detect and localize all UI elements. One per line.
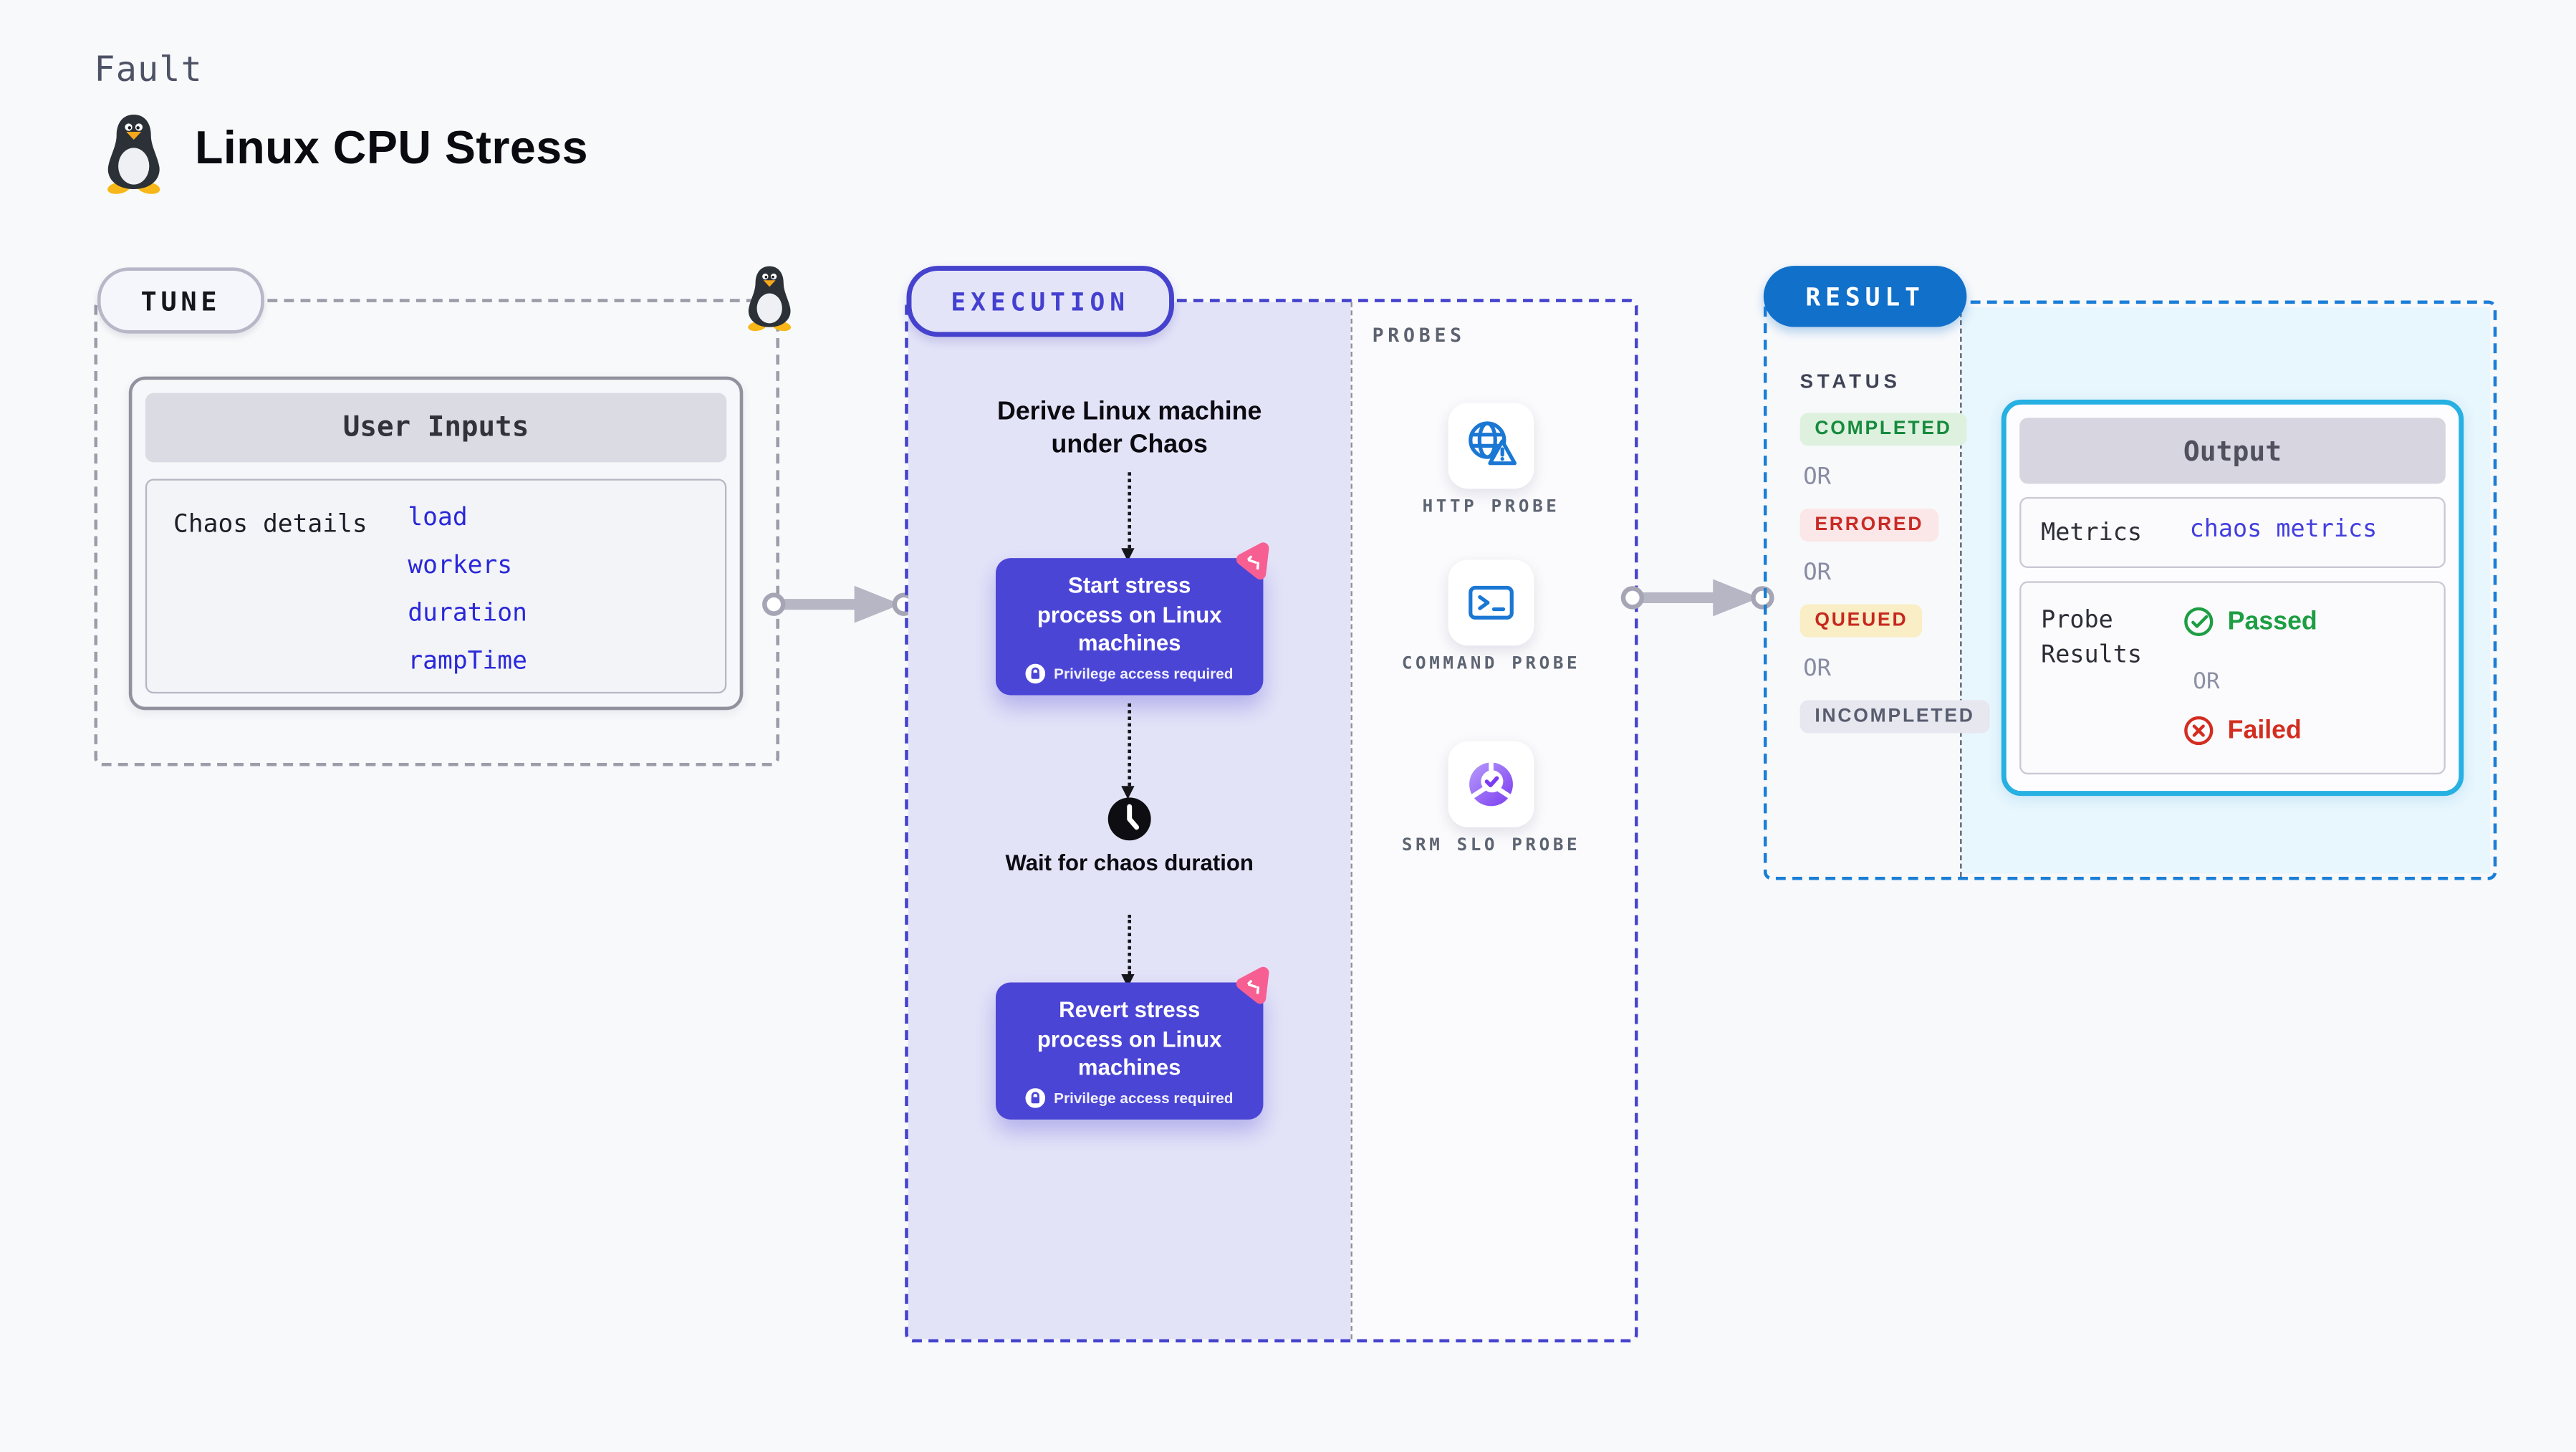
clock-icon xyxy=(1106,796,1153,842)
privilege-row: Privilege access required xyxy=(996,1088,1263,1108)
input-link-workers[interactable]: workers xyxy=(408,549,513,580)
http-probe-card xyxy=(1448,403,1534,489)
chaos-details-row: Chaos details load workers duration ramp… xyxy=(145,479,727,694)
flow-arrow-2 xyxy=(1121,703,1135,799)
page-title: Linux CPU Stress xyxy=(195,122,588,174)
passed-label: Passed xyxy=(2227,607,2317,635)
result-group-box: STATUS COMPLETED OR ERRORED OR QUEUED OR INCOM… xyxy=(1763,300,2497,880)
output-card: Output Metrics chaos metrics Probe Resul… xyxy=(2001,399,2464,797)
tune-to-execution-connector xyxy=(762,585,915,623)
check-circle-icon xyxy=(2184,607,2214,636)
or-separator: OR xyxy=(1803,559,1832,587)
execution-pill: EXECUTION xyxy=(906,266,1174,337)
derive-step-label: Derive Linux machine under Chaos xyxy=(997,398,1262,458)
status-output-divider xyxy=(1960,304,1962,878)
privilege-row: Privilege access required xyxy=(996,663,1263,684)
lock-icon xyxy=(1025,1088,1046,1108)
command-probe-label: COMMAND PROBE xyxy=(1401,653,1581,674)
chaos-details-label: Chaos details xyxy=(173,508,367,539)
input-link-ramptime[interactable]: rampTime xyxy=(408,645,527,675)
probe-results-row: Probe Results Passed OR Failed xyxy=(2019,581,2446,775)
privilege-label: Privilege access required xyxy=(1054,1090,1234,1107)
failed-indicator: Failed xyxy=(2183,715,2302,746)
metrics-label: Metrics xyxy=(2041,520,2143,547)
output-header: Output xyxy=(2019,418,2446,484)
start-stress-title: Start stress process on Linux machines xyxy=(1037,572,1222,656)
status-section-label: STATUS xyxy=(1799,370,1901,393)
privilege-label: Privilege access required xyxy=(1054,665,1234,683)
status-badge-incompleted: INCOMPLETED xyxy=(1799,700,1990,734)
wait-step-label: Wait for chaos duration xyxy=(1005,850,1254,875)
linux-tux-icon xyxy=(107,114,160,194)
input-link-duration[interactable]: duration xyxy=(408,597,527,628)
http-probe-label: HTTP PROBE xyxy=(1422,496,1560,517)
status-list: COMPLETED OR ERRORED OR QUEUED OR INCOMPLETED xyxy=(1799,413,1990,734)
result-pill: RESULT xyxy=(1763,266,1967,327)
slo-donut-icon xyxy=(1469,761,1513,807)
x-circle-icon xyxy=(2184,716,2214,746)
user-input-links: load workers duration rampTime xyxy=(408,494,527,685)
chaos-badge-icon xyxy=(1236,542,1269,580)
status-badge-completed: COMPLETED xyxy=(1799,413,1967,446)
or-separator: OR xyxy=(1803,463,1832,491)
lock-icon xyxy=(1025,663,1046,684)
revert-stress-title: Revert stress process on Linux machines xyxy=(1037,997,1222,1080)
terminal-icon xyxy=(1469,585,1514,620)
fault-kicker: Fault xyxy=(94,49,203,90)
chaos-metrics-link[interactable]: chaos metrics xyxy=(2189,516,2378,544)
flow-arrow-1 xyxy=(1121,472,1135,562)
user-inputs-card: User Inputs Chaos details load workers d… xyxy=(128,376,744,711)
input-link-load[interactable]: load xyxy=(408,501,468,532)
chaos-badge-icon xyxy=(1236,966,1269,1004)
tune-pill: TUNE xyxy=(97,267,264,334)
status-badge-queued: QUEUED xyxy=(1799,604,1923,638)
srm-slo-probe-card xyxy=(1448,741,1534,827)
linux-tux-small-icon xyxy=(748,266,792,332)
flow-arrow-3 xyxy=(1121,915,1135,988)
execution-to-result-connector xyxy=(1620,579,1774,617)
metrics-row: Metrics chaos metrics xyxy=(2019,496,2446,568)
revert-stress-node: Revert stress process on Linux machines … xyxy=(995,966,1269,1120)
failed-label: Failed xyxy=(2227,716,2302,744)
command-probe-card xyxy=(1448,559,1534,646)
probes-section-label: PROBES xyxy=(1372,323,1466,347)
execution-group-box: Derive Linux machine under Chaos Start s… xyxy=(905,299,1638,1343)
srm-slo-probe-label: SRM SLO PROBE xyxy=(1401,835,1581,856)
tune-group-box xyxy=(94,299,780,766)
status-badge-errored: ERRORED xyxy=(1799,508,1939,542)
probes-divider xyxy=(1350,302,1352,1340)
or-separator: OR xyxy=(1803,655,1832,683)
or-separator: OR xyxy=(2193,668,2220,696)
globe-alert-icon xyxy=(1469,421,1517,466)
start-stress-node: Start stress process on Linux machines P… xyxy=(995,542,1269,696)
passed-indicator: Passed xyxy=(2183,606,2317,638)
probe-results-label: Probe Results xyxy=(2041,607,2143,669)
user-inputs-header: User Inputs xyxy=(145,393,727,463)
